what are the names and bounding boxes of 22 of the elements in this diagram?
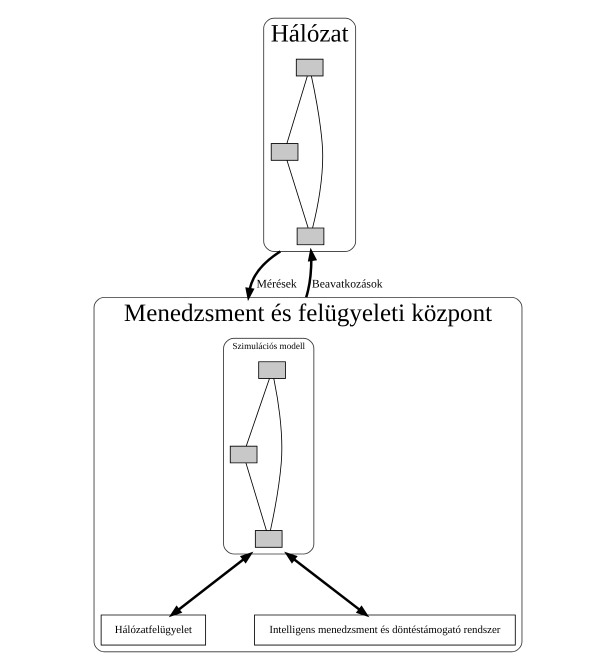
connector xyxy=(270,378,282,531)
node-box xyxy=(254,530,282,548)
node-box xyxy=(270,143,298,161)
connector xyxy=(245,462,266,531)
arrow xyxy=(304,248,317,298)
node-box xyxy=(229,446,257,464)
node-box xyxy=(295,58,323,76)
connector xyxy=(286,160,308,228)
cluster: Szimulációs modell xyxy=(222,338,314,554)
cluster: Hálózat xyxy=(262,18,356,252)
node-box: Intelligens menedzsment és döntéstámogató rendszer xyxy=(254,614,516,646)
node-box: Hálózatfelügyelet xyxy=(100,614,206,646)
edge-label: Mérések xyxy=(256,278,296,291)
arrow xyxy=(284,552,369,618)
node-box xyxy=(258,361,286,379)
connector xyxy=(310,76,323,228)
node-box xyxy=(296,228,324,246)
connector xyxy=(245,378,270,446)
arrow xyxy=(244,250,281,302)
connector xyxy=(286,76,308,144)
arrow xyxy=(168,552,253,618)
edge-label: Beavatkozások xyxy=(311,278,382,291)
